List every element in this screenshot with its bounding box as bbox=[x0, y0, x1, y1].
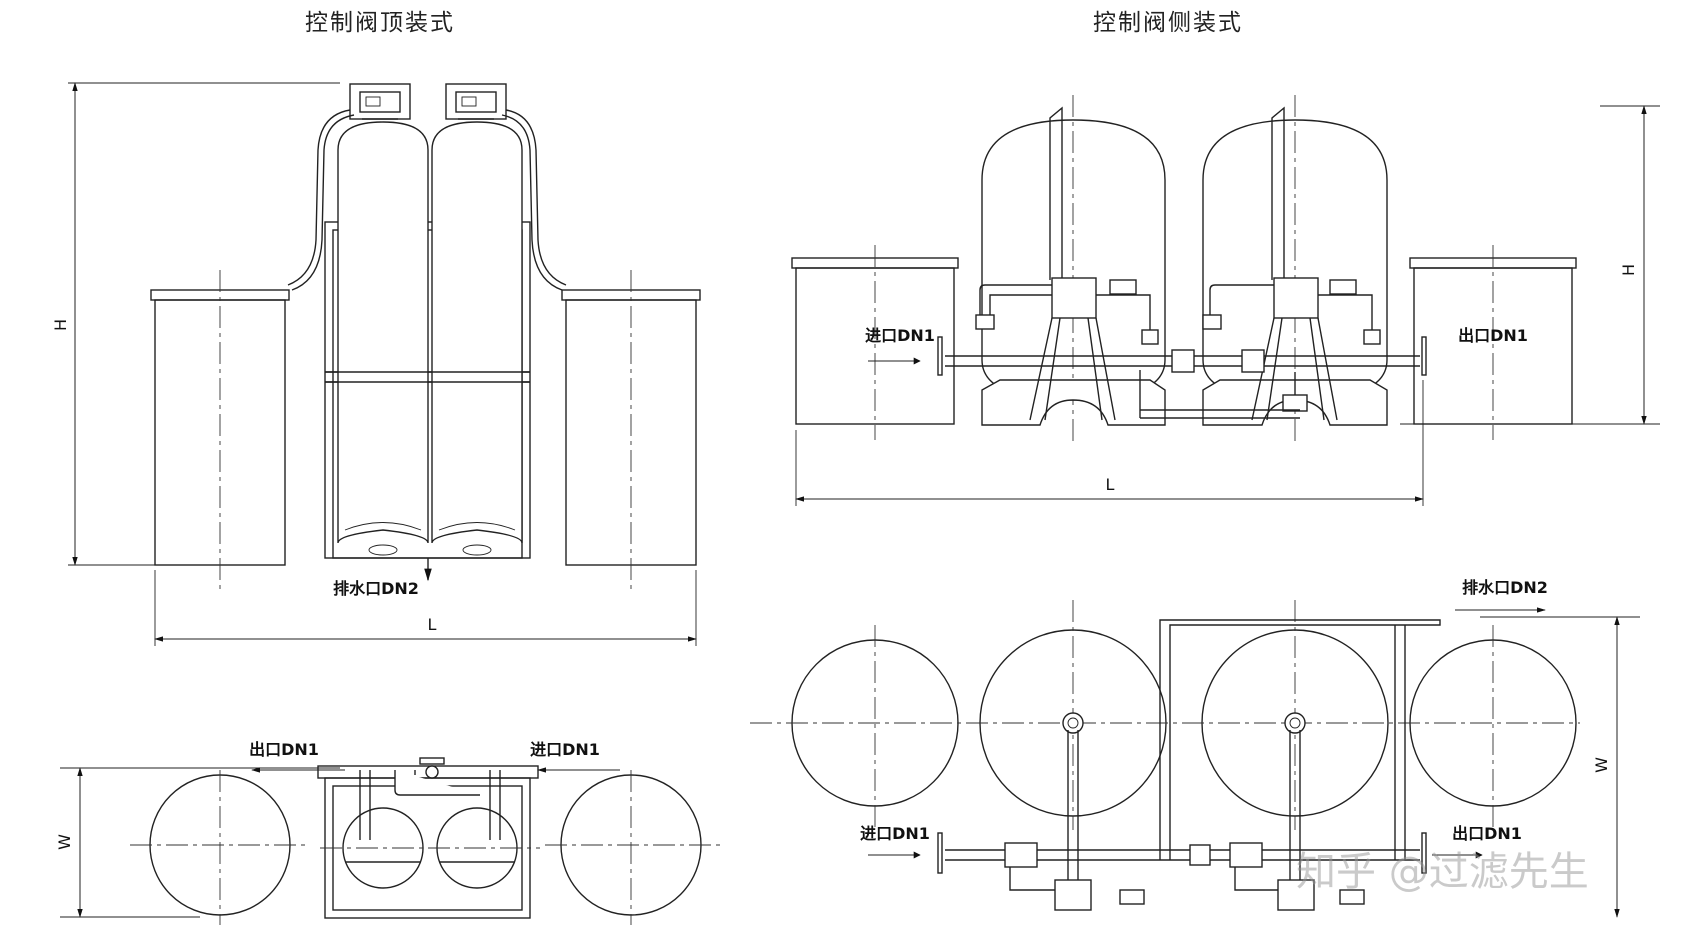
side-mount-plan-view: W 排水口DN2 bbox=[750, 578, 1640, 918]
label-outlet-top: 出口DN1 bbox=[249, 740, 319, 759]
title-side-mount: 控制阀侧装式 bbox=[1093, 10, 1243, 36]
top-mount-front-view: H bbox=[51, 82, 701, 646]
label-inlet-plan-side: 进口DN1 bbox=[860, 824, 930, 843]
label-drain-side: 排水口DN2 bbox=[1462, 578, 1548, 597]
watermark: 知乎 @过滤先生 bbox=[1296, 849, 1589, 895]
dim-height-top: H bbox=[51, 319, 70, 331]
dim-width-side: W bbox=[1592, 757, 1611, 773]
label-inlet-side: 进口DN1 bbox=[865, 326, 935, 345]
dim-length-top: L bbox=[428, 615, 437, 634]
top-mount-plan-view: W 出口DN1 进口DN1 bbox=[55, 740, 720, 925]
dim-height-side: H bbox=[1619, 264, 1638, 276]
side-mount-front-view: H bbox=[791, 95, 1660, 506]
label-drain-top: 排水口DN2 bbox=[333, 579, 419, 598]
label-outlet-side: 出口DN1 bbox=[1458, 326, 1528, 345]
title-top-mount: 控制阀顶装式 bbox=[305, 10, 455, 36]
label-outlet-plan-side: 出口DN1 bbox=[1452, 824, 1522, 843]
label-inlet-top: 进口DN1 bbox=[530, 740, 600, 759]
dim-length-side: L bbox=[1106, 475, 1115, 494]
dim-width-top: W bbox=[55, 834, 74, 850]
